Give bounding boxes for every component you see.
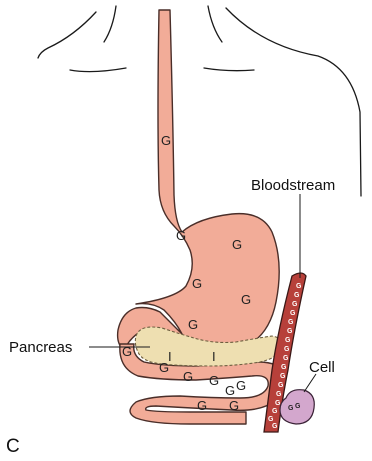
glucose-marker: G xyxy=(192,276,202,291)
vessel-glucose: G xyxy=(296,283,302,290)
glucose-marker: G xyxy=(197,398,207,413)
cell-leader-line xyxy=(304,374,316,392)
right-clavicle-line xyxy=(204,68,254,71)
panel-letter: C xyxy=(6,436,20,457)
insulin-marker: I xyxy=(168,349,172,364)
neck-left-line xyxy=(104,6,116,42)
glucose-marker: G xyxy=(241,292,251,307)
pancreas-label: Pancreas xyxy=(9,339,72,356)
body-outline xyxy=(38,6,361,196)
vessel-glucose: G xyxy=(272,423,278,430)
vessel-glucose: G xyxy=(272,408,278,415)
vessel-glucose: G xyxy=(287,328,293,335)
glucose-marker: G xyxy=(161,133,171,148)
left-shoulder-line xyxy=(38,12,96,58)
vessel-glucose: G xyxy=(285,337,291,344)
glucose-marker: G xyxy=(176,228,186,243)
cell-label: Cell xyxy=(309,359,335,376)
vessel-glucose: G xyxy=(276,391,282,398)
vessel-glucose: G xyxy=(268,416,274,423)
cell-glucose: G xyxy=(288,405,294,412)
cell-glucose: G xyxy=(295,403,301,410)
glucose-marker: G xyxy=(229,398,239,413)
right-shoulder-line xyxy=(226,8,361,196)
neck-right-line xyxy=(208,6,222,42)
glucose-marker: G xyxy=(183,369,193,384)
glucose-marker: G xyxy=(122,344,132,359)
vessel-glucose: G xyxy=(288,319,294,326)
bloodstream-label: Bloodstream xyxy=(251,177,335,194)
vessel-glucose: G xyxy=(290,310,296,317)
vessel-glucose: G xyxy=(284,346,290,353)
vessel-glucose: G xyxy=(281,364,287,371)
vessel-glucose: G xyxy=(280,373,286,380)
vessel-glucose: G xyxy=(278,382,284,389)
insulin-marker: I xyxy=(212,349,216,364)
vessel-glucose: G xyxy=(283,355,289,362)
left-clavicle-line xyxy=(70,68,126,72)
glucose-marker: G xyxy=(225,383,235,398)
vessel-glucose: G xyxy=(292,301,298,308)
glucose-marker: G xyxy=(236,378,246,393)
glucose-marker: G xyxy=(188,317,198,332)
vessel-glucose: G xyxy=(294,292,300,299)
glucose-marker: G xyxy=(232,237,242,252)
glucose-marker: G xyxy=(209,373,219,388)
